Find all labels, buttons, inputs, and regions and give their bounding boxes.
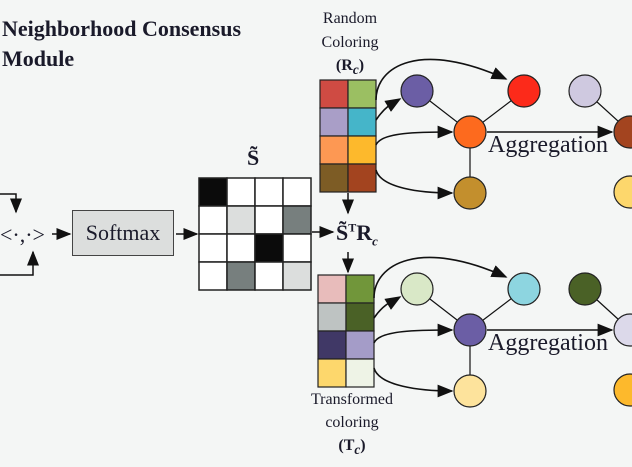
- aggregation-label-upper: Aggregation: [488, 132, 608, 158]
- matrix-cell: [226, 205, 256, 235]
- color-cell: [345, 302, 375, 332]
- color-cell: [317, 274, 347, 304]
- matrix-cell: [226, 177, 256, 207]
- matrix-cell: [254, 205, 284, 235]
- flow-arrow: [375, 125, 454, 146]
- transformed-coloring-matrix: [317, 274, 375, 388]
- matrix-cell: [226, 233, 256, 263]
- matrix-cell: [254, 261, 284, 291]
- color-cell: [317, 302, 347, 332]
- graph-node: [613, 313, 632, 347]
- matrix-cell: [198, 205, 228, 235]
- color-cell: [317, 330, 347, 360]
- flow-arrow: [373, 256, 508, 299]
- matrix-cell: [198, 177, 228, 207]
- st-sup: T: [348, 220, 357, 235]
- color-cell: [347, 107, 377, 137]
- title-line-2: Module: [2, 46, 75, 71]
- graph-node: [507, 272, 541, 306]
- s-tilde-matrix: [198, 177, 312, 291]
- matrix-cell: [282, 261, 312, 291]
- graph-node: [613, 175, 632, 209]
- color-cell: [319, 163, 349, 193]
- rc-label: (Rc): [295, 57, 405, 78]
- tc-label: (Tc): [297, 437, 407, 458]
- rc-base: (R: [335, 57, 353, 74]
- st-r: R: [356, 220, 373, 245]
- graph-node: [613, 373, 632, 407]
- graph-node: [453, 374, 487, 408]
- transformed-label-2: coloring: [325, 414, 379, 431]
- st-base: S̃: [336, 220, 349, 245]
- graph-node: [568, 272, 602, 306]
- graph-node: [453, 313, 487, 347]
- flow-arrow: [375, 169, 454, 200]
- graph-node: [613, 115, 632, 149]
- softmax-box: Softmax: [72, 210, 174, 256]
- flow-arrow: [373, 323, 454, 344]
- aggregation-label-lower: Aggregation: [488, 330, 608, 356]
- matrix-cell: [282, 233, 312, 263]
- color-cell: [345, 358, 375, 388]
- st-rc-label: S̃TRc: [336, 220, 378, 249]
- color-cell: [347, 163, 377, 193]
- flow-arrow: [373, 296, 402, 319]
- color-cell: [319, 135, 349, 165]
- random-coloring-matrix: [319, 79, 377, 193]
- color-cell: [345, 274, 375, 304]
- st-sub: c: [372, 233, 378, 249]
- matrix-cell: [282, 205, 312, 235]
- flow-arrow: [373, 367, 454, 398]
- graph-node: [507, 74, 541, 108]
- random-label-1: Random: [322, 10, 378, 27]
- flow-arrow: [375, 98, 402, 121]
- graph-node: [568, 74, 602, 108]
- transformed-label-1: Transformed: [310, 391, 394, 408]
- graph-node: [453, 115, 487, 149]
- flow-arrow: [375, 58, 508, 101]
- connector-arrows: [0, 193, 354, 276]
- s-tilde-label: S̃: [247, 145, 260, 170]
- matrix-cell: [254, 177, 284, 207]
- color-cell: [347, 135, 377, 165]
- color-cell: [319, 107, 349, 137]
- color-cell: [317, 358, 347, 388]
- tc-sub: c: [354, 442, 361, 458]
- color-cell: [347, 79, 377, 109]
- rc-sub: c: [352, 62, 359, 78]
- graph-node: [400, 272, 434, 306]
- graph-node: [453, 176, 487, 210]
- tc-base: (T: [338, 437, 355, 454]
- upper-graph: [375, 58, 632, 210]
- matrix-cell: [282, 177, 312, 207]
- matrix-cell: [198, 233, 228, 263]
- matrix-cell: [254, 233, 284, 263]
- graph-node: [400, 74, 434, 108]
- random-label-2: Coloring: [321, 34, 379, 51]
- tc-close: ): [360, 437, 366, 454]
- matrix-cell: [198, 261, 228, 291]
- lower-graph: [373, 256, 632, 408]
- matrix-cell: [226, 261, 256, 291]
- rc-close: ): [358, 57, 365, 74]
- inner-product-label: <·,·>: [0, 222, 45, 247]
- color-cell: [319, 79, 349, 109]
- title-line-1: Neighborhood Consensus: [2, 16, 242, 41]
- color-cell: [345, 330, 375, 360]
